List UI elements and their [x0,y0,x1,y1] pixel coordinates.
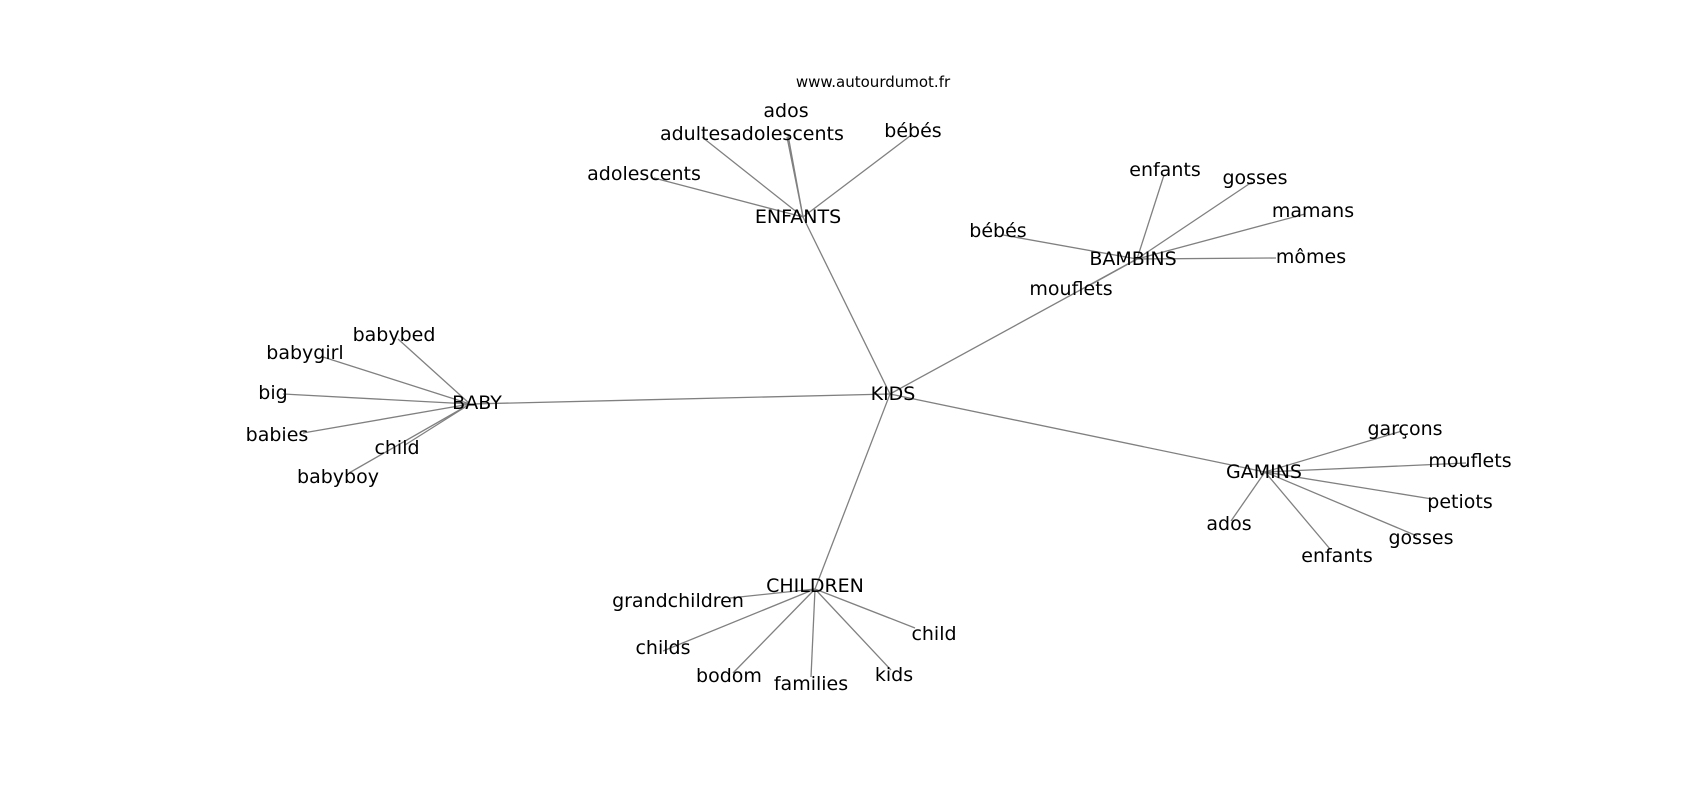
leaf-node-baby[interactable]: child [374,437,419,459]
edge-enfants-leaf [802,135,911,218]
leaf-node-baby[interactable]: babygirl [266,342,343,364]
edge-children-leaf [662,588,816,652]
root-node-label[interactable]: KIDS [871,383,916,405]
leaf-node-bambins[interactable]: mômes [1276,246,1346,268]
edge-baby-leaf [348,403,471,474]
edge-baby-leaf [282,393,471,405]
leaf-node-children[interactable]: bodom [696,665,762,687]
edge-baby-leaf [302,403,471,434]
leaf-node-enfants[interactable]: bébés [884,120,941,142]
edge-kids-baby [469,393,891,405]
leaf-node-gamins[interactable]: mouflets [1428,450,1511,472]
leaf-node-enfants[interactable]: adolescents [587,163,701,185]
hub-node-children[interactable]: CHILDREN [766,575,864,597]
leaf-node-gamins[interactable]: gosses [1388,527,1453,549]
leaf-node-bambins[interactable]: enfants [1129,159,1200,181]
source-credit: www.autourdumot.fr [796,73,951,91]
leaf-node-children[interactable]: child [911,623,956,645]
hub-node-baby[interactable]: BABY [452,392,502,414]
leaf-node-gamins[interactable]: ados [1206,513,1251,535]
edge-children-leaf [814,588,892,671]
edge-gamins-leaf [1264,471,1331,550]
leaf-node-children[interactable]: childs [635,637,690,659]
edge-enfants-leaf [653,177,804,218]
leaf-node-bambins[interactable]: mamans [1272,200,1354,222]
edge-bambins-leaf [1136,213,1306,260]
leaf-node-baby[interactable]: babybed [353,324,436,346]
hub-node-gamins[interactable]: GAMINS [1226,461,1302,483]
edge-children-leaf [729,588,816,599]
leaf-node-enfants[interactable]: adolescents [730,123,844,145]
leaf-node-bambins[interactable]: gosses [1222,167,1287,189]
leaf-node-gamins[interactable]: garçons [1367,418,1442,440]
edge-bambins-leaf [1136,174,1165,260]
edge-bambins-leaf [1136,257,1277,260]
leaf-node-gamins[interactable]: petiots [1427,491,1492,513]
leaf-node-children[interactable]: families [774,673,848,695]
leaf-node-baby[interactable]: big [258,382,287,404]
hub-node-bambins[interactable]: BAMBINS [1089,248,1176,270]
leaf-node-enfants[interactable]: adultes [660,123,730,145]
edge-enfants-leaf [701,136,804,218]
edge-gamins-leaf [1264,471,1418,537]
leaf-node-baby[interactable]: babies [246,424,309,446]
edge-baby-leaf [322,356,471,405]
edge-kids-gamins [889,393,1266,473]
edge-children-leaf [810,588,816,678]
leaf-node-enfants[interactable]: ados [763,100,808,122]
edge-bambins-leaf [1089,258,1138,286]
leaf-node-bambins[interactable]: mouflets [1029,278,1112,300]
edge-gamins-leaf [1264,430,1403,473]
hub-node-enfants[interactable]: ENFANTS [755,206,841,228]
edge-kids-children [814,393,891,590]
edge-kids-enfants [802,216,891,395]
leaf-node-gamins[interactable]: enfants [1301,545,1372,567]
edge-baby-leaf [397,338,471,405]
leaf-node-children[interactable]: grandchildren [612,590,744,612]
leaf-node-baby[interactable]: babyboy [297,466,379,488]
edge-children-leaf [814,588,916,629]
edge-enfants-leaf [786,136,804,218]
edge-gamins-leaf [1264,462,1467,473]
leaf-node-bambins[interactable]: bébés [969,220,1026,242]
edge-gamins-leaf [1230,471,1266,522]
edge-children-leaf [732,588,816,674]
graph-edges [282,134,1467,678]
edge-bambins-leaf [1002,234,1138,260]
edge-bambins-leaf [1136,181,1253,260]
leaf-node-children[interactable]: kids [875,664,913,686]
edge-gamins-leaf [1264,471,1433,500]
